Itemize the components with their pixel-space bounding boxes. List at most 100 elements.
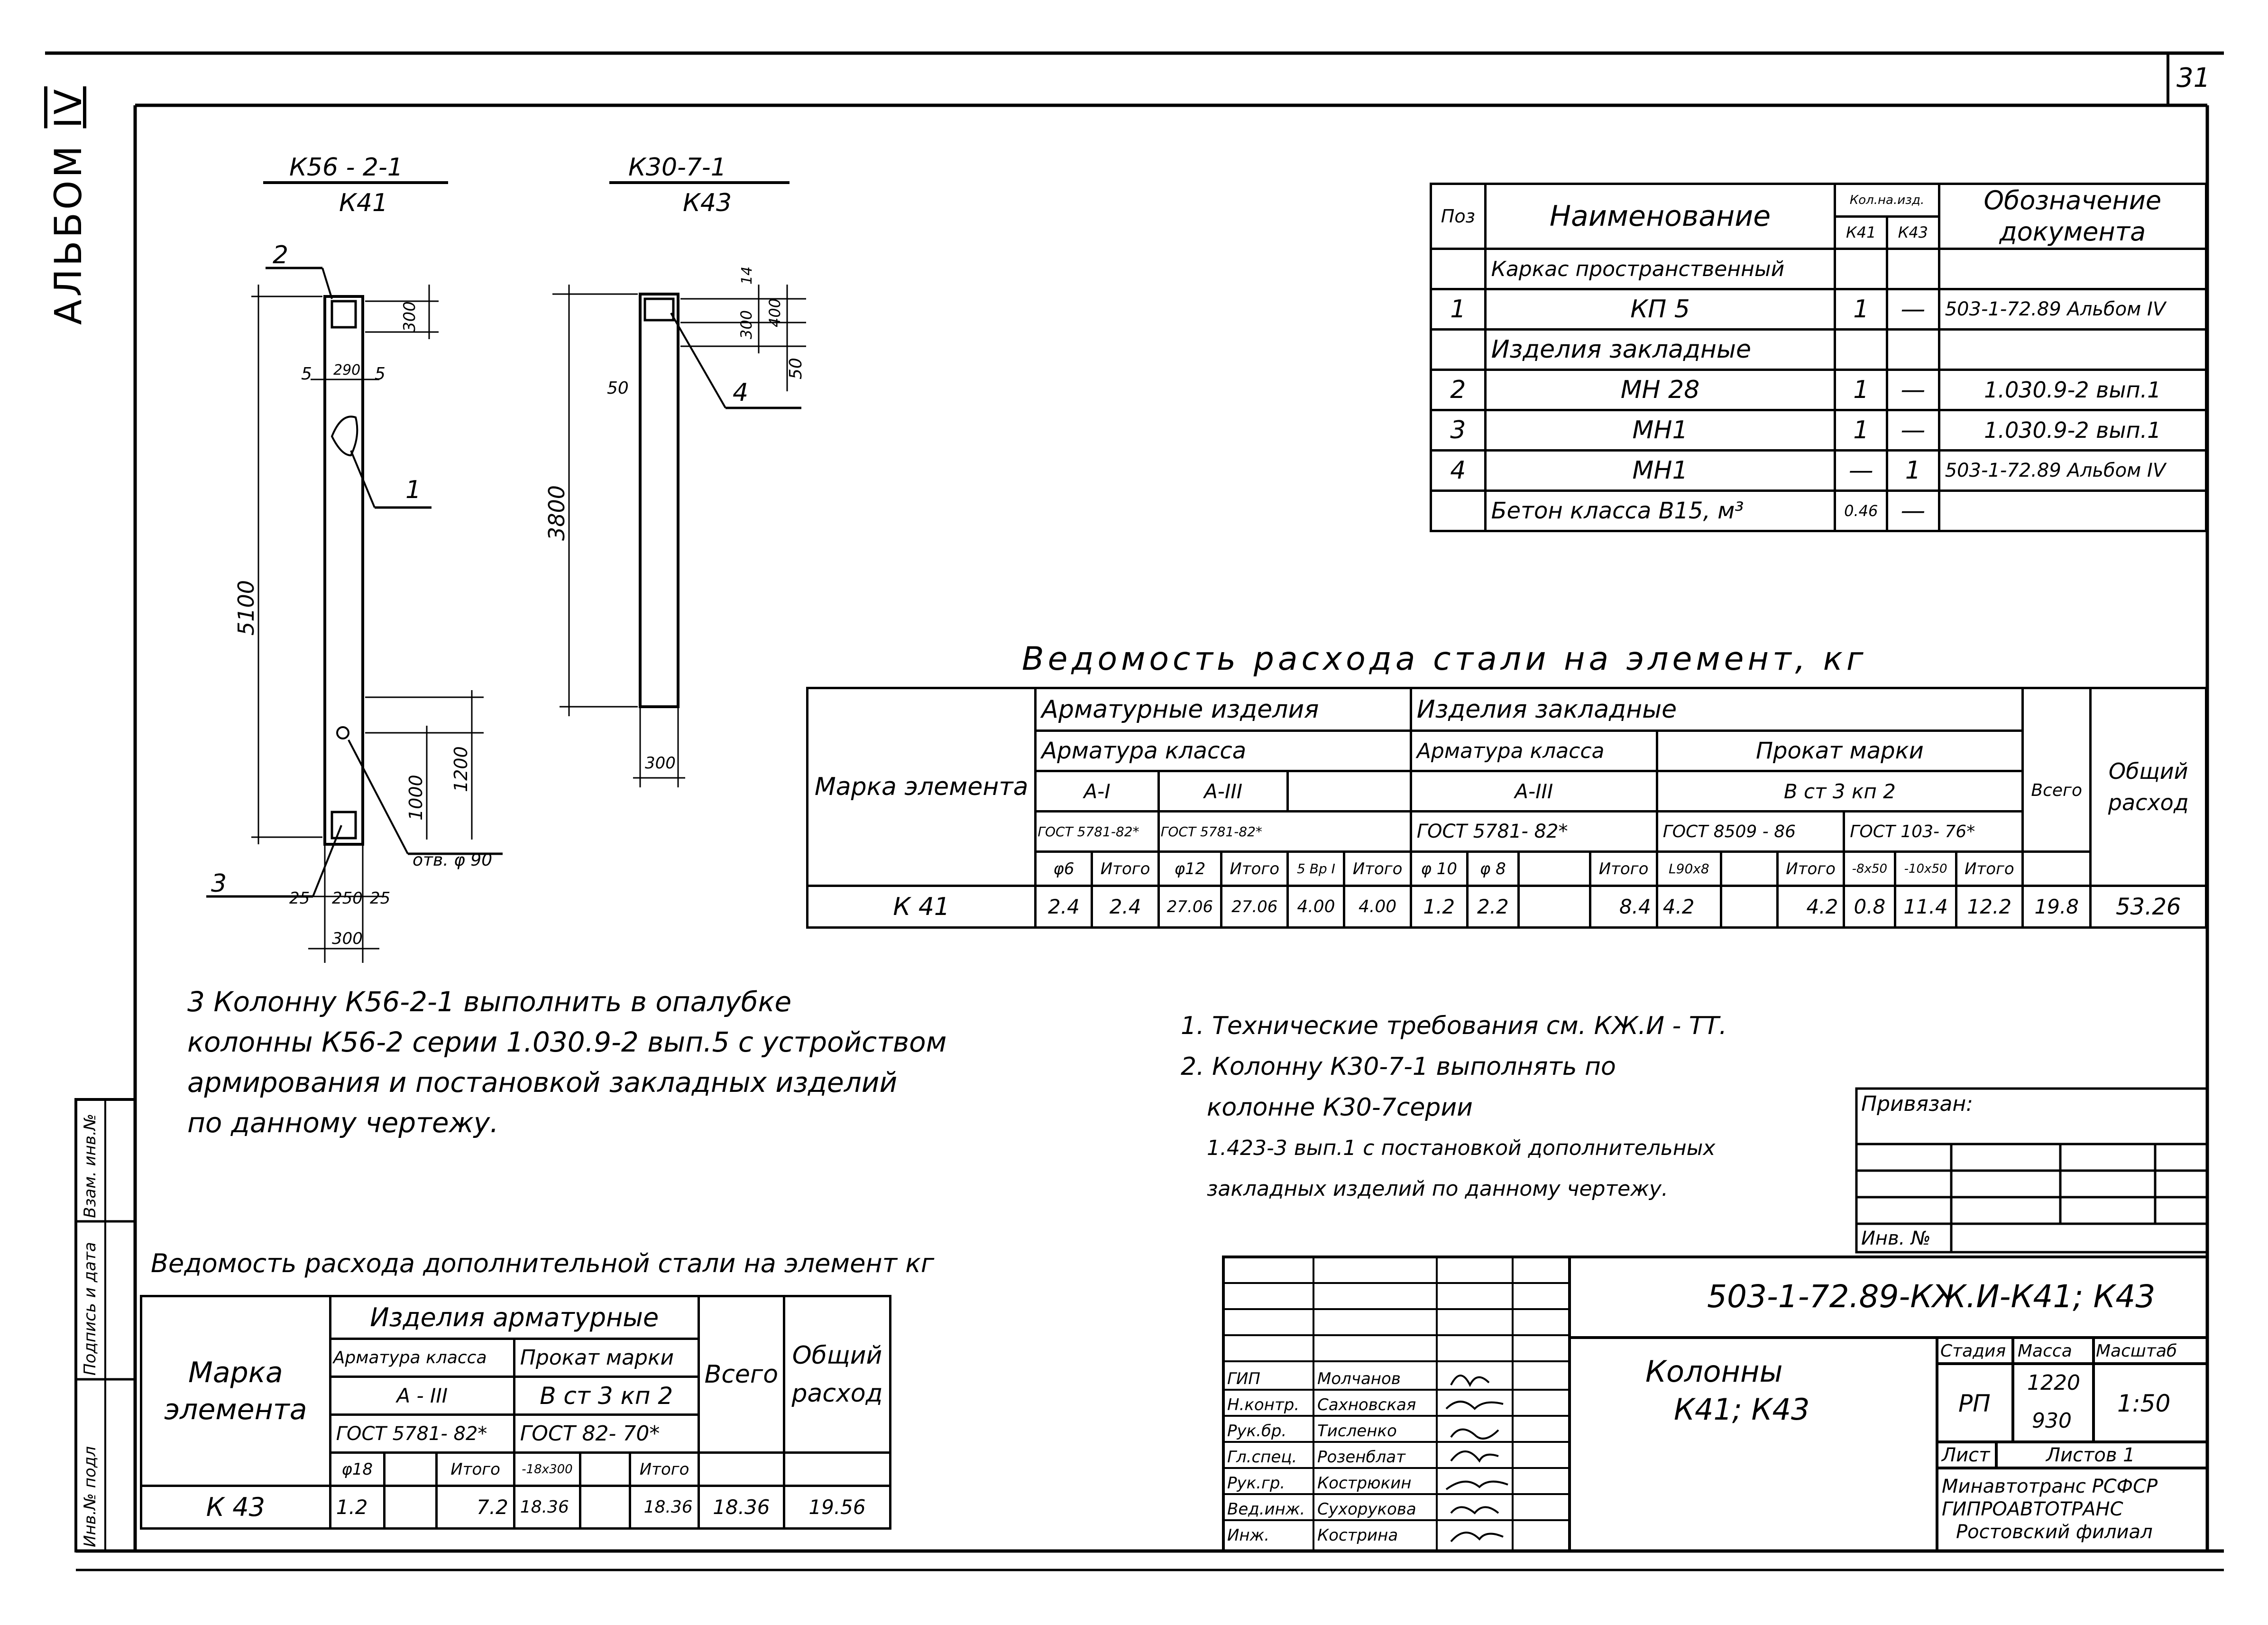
- spec-pos: 2: [1430, 369, 1487, 411]
- steel-val: [1719, 885, 1779, 929]
- steel-val: 11.4: [1894, 885, 1957, 929]
- steel-subheader-row: φ6 Итого φ12 Итого 5 Вр I Итого φ 10 φ 8…: [808, 850, 2206, 887]
- mass-header: Масса: [2018, 1341, 2072, 1361]
- steel-table: Марка элемента Арматурные изделия Издели…: [806, 687, 2207, 929]
- steel-h-a3: А-III: [1157, 770, 1289, 812]
- steel-sub: -8x50: [1843, 850, 1897, 887]
- steel-h-g3: ГОСТ 5781- 82*: [1409, 810, 1658, 853]
- steel-sub: [1719, 850, 1779, 887]
- spec-k43: —: [1886, 288, 1940, 331]
- mass-value-2: 930: [2032, 1409, 2072, 1433]
- add-h-arm: Арматура класса: [329, 1338, 515, 1378]
- steel-sub: L90x8: [1655, 850, 1722, 887]
- staff-role: Вед.инж.: [1227, 1500, 1305, 1519]
- steel-val: 4.2: [1776, 885, 1846, 929]
- k43-title-bottom: К43: [683, 189, 732, 217]
- add-val: 7.2: [435, 1485, 515, 1530]
- steel-h-rolled: Прокат марки: [1655, 729, 2024, 772]
- dim-height-5100: 5100: [233, 580, 259, 636]
- spec-pos: [1430, 328, 1487, 371]
- staff-name: Сухорукова: [1317, 1500, 1416, 1519]
- scale-value: 1:50: [2117, 1390, 2171, 1417]
- steel-sub: Итого: [1343, 850, 1412, 887]
- add-subheader-row: φ18 Итого -18x300 Итого: [141, 1451, 891, 1487]
- add-table-title: Ведомость расхода дополнительной стали н…: [151, 1248, 935, 1278]
- staff-name: Тисленко: [1317, 1422, 1397, 1440]
- spec-k43: [1886, 248, 1940, 290]
- sheets-header: Листов 1: [2046, 1444, 2135, 1466]
- steel-h-overall: Общий расход: [2089, 687, 2207, 887]
- dim-hole: отв. φ 90: [413, 850, 492, 870]
- add-h-b: В ст 3 кп 2: [513, 1376, 700, 1416]
- add-h-items: Изделия арматурные: [329, 1295, 700, 1340]
- steel-val: 27.06: [1157, 885, 1223, 929]
- spec-name: Изделия закладные: [1484, 328, 1836, 371]
- spec-name: Бетон класса В15, м³: [1484, 489, 1836, 532]
- steel-h-mark: Марка элемента: [806, 687, 1037, 887]
- staff-role: Инж.: [1227, 1526, 1270, 1545]
- callout-3: 3: [211, 869, 227, 898]
- spec-k43: —: [1886, 409, 1940, 452]
- add-h-mark: Марка элемента: [140, 1295, 331, 1487]
- dim-1200: 1200: [450, 746, 471, 792]
- dim-base-300: 300: [645, 754, 676, 773]
- staff-names: Молчанов Сахновская Тисленко Розенблат К…: [1317, 1366, 1416, 1549]
- staff-roles: ГИП Н.контр. Рук.бр. Гл.спец. Рук.гр. Ве…: [1227, 1366, 1305, 1549]
- add-total: 18.36: [697, 1485, 786, 1530]
- steel-sub: Итого: [1220, 850, 1289, 887]
- steel-val: 8.4: [1589, 885, 1658, 929]
- spec-name: КП 5: [1484, 288, 1836, 331]
- staff-name: Розенблат: [1317, 1448, 1405, 1467]
- spec-doc: 503-1-72.89 Альбом IV: [1937, 288, 2208, 331]
- spec-h-doc: Обозначение документа: [1937, 183, 2208, 250]
- steel-sub: [1517, 850, 1592, 887]
- table-row: К 41 2.4 2.4 27.06 27.06 4.00 4.00 1.2 2…: [806, 885, 2207, 929]
- steel-sub: Итого: [1091, 850, 1160, 887]
- note-3-line: 3 Колонну К56-2-1 выполнить в опалубке: [187, 986, 792, 1018]
- steel-h-b: В ст 3 кп 2: [1655, 770, 2024, 812]
- steel-mark: К 41: [806, 885, 1037, 929]
- callout-1: 1: [405, 476, 421, 504]
- steel-h-a1: А-I: [1034, 770, 1160, 812]
- k43-title-top: К30-7-1: [628, 153, 726, 182]
- spec-h-name: Наименование: [1484, 183, 1836, 250]
- spec-k43: —: [1886, 489, 1940, 532]
- spec-k41: [1834, 328, 1889, 371]
- steel-sub: φ6: [1034, 850, 1093, 887]
- steel-val: 4.2: [1655, 885, 1722, 929]
- steel-h-emb-items: Изделия закладные: [1409, 687, 2024, 732]
- k41-title-bottom: К41: [339, 189, 388, 217]
- add-sub: [579, 1451, 632, 1487]
- steel-h-a3b: А-III: [1409, 770, 1658, 812]
- note-line: колонне К30-7серии: [1207, 1093, 1473, 1122]
- steel-total: 19.8: [2021, 885, 2092, 929]
- dim-w-mid: 290: [333, 362, 360, 379]
- table-row: К 43 1.2 7.2 18.36 18.36 18.36 19.56: [140, 1485, 891, 1530]
- spec-k43: —: [1886, 369, 1940, 411]
- add-h-overall: Общий расход: [783, 1295, 891, 1454]
- spec-pos: 3: [1430, 409, 1487, 452]
- note-3-line: колонны К56-2 серии 1.030.9-2 вып.5 с ус…: [187, 1026, 947, 1058]
- dim-br: 25: [370, 889, 390, 908]
- note-line: 1.423-3 вып.1 с постановкой дополнительн…: [1207, 1136, 1716, 1160]
- spec-k41: 0.46: [1834, 489, 1889, 532]
- add-h-rolled: Прокат марки: [513, 1338, 700, 1378]
- dim-1000: 1000: [405, 775, 426, 821]
- spec-k41: 1: [1834, 288, 1889, 331]
- note-3-line: армирования и постановкой закладных изде…: [187, 1066, 898, 1099]
- stage-value: РП: [1958, 1390, 1991, 1417]
- drawing-name-2: К41; К43: [1674, 1392, 1810, 1427]
- dim-w-left: 5: [301, 364, 312, 384]
- note-line: 1. Технические требования см. КЖ.И - ТТ.: [1181, 1012, 1727, 1040]
- spec-name: Каркас пространственный: [1484, 248, 1836, 290]
- steel-sub: φ12: [1157, 850, 1223, 887]
- steel-val: 2.4: [1091, 885, 1160, 929]
